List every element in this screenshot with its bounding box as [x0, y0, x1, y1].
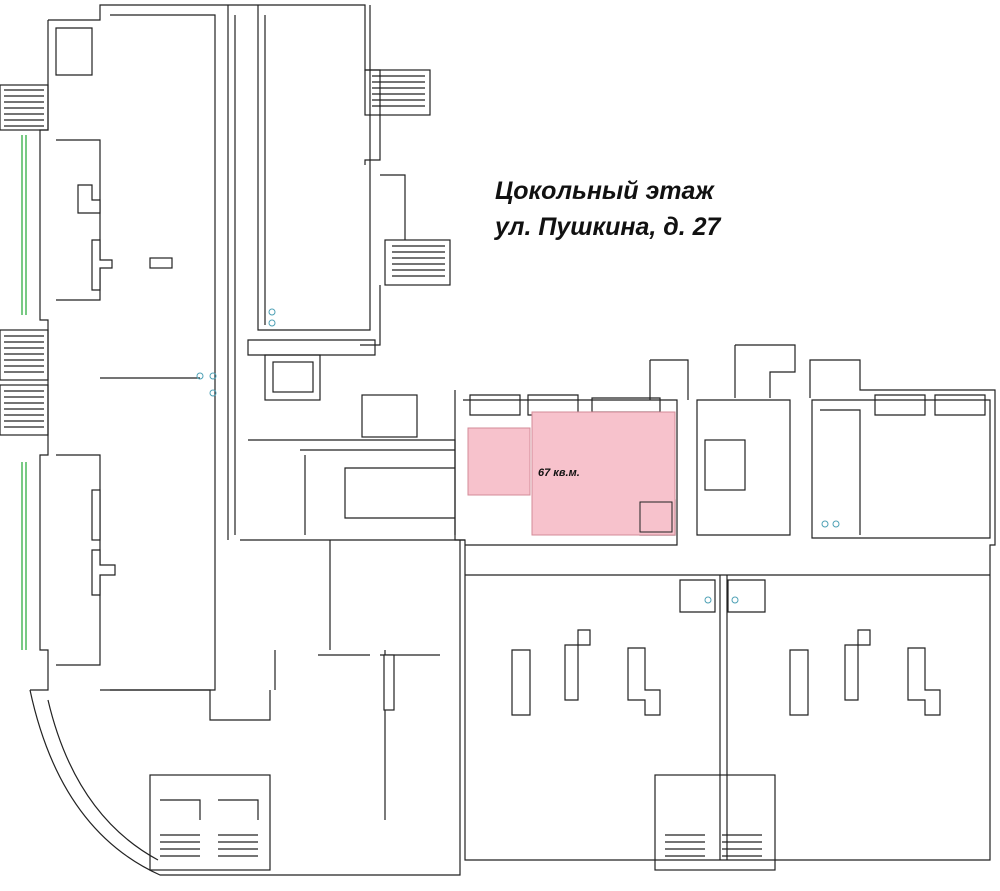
windows-left — [21, 135, 27, 650]
plan-title-address: ул. Пушкина, д. 27 — [495, 213, 721, 241]
stair-bottom-left — [149, 774, 271, 871]
right-wing-outline — [454, 359, 996, 861]
stair-bottom-right — [654, 774, 776, 871]
unit-highlight — [467, 411, 676, 536]
plan-title-floor: Цокольный этаж — [495, 177, 714, 205]
stair-left-mid — [0, 329, 49, 436]
stair-left-top — [0, 84, 49, 131]
stair-upper-right — [364, 69, 451, 286]
unit-area-label: 67 кв.м. — [538, 467, 580, 479]
